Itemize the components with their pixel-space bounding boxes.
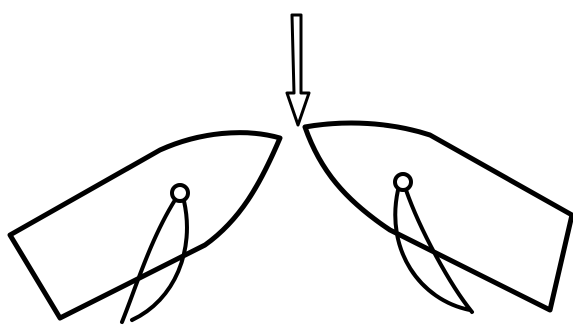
left-hull [10, 133, 280, 318]
right-pivot-ring [395, 174, 411, 190]
left-assembly [10, 133, 280, 322]
down-arrow-icon [287, 15, 309, 125]
right-assembly [305, 123, 572, 312]
right-hull [305, 123, 572, 310]
arrow-outline [287, 15, 309, 125]
right-lever [395, 190, 472, 312]
